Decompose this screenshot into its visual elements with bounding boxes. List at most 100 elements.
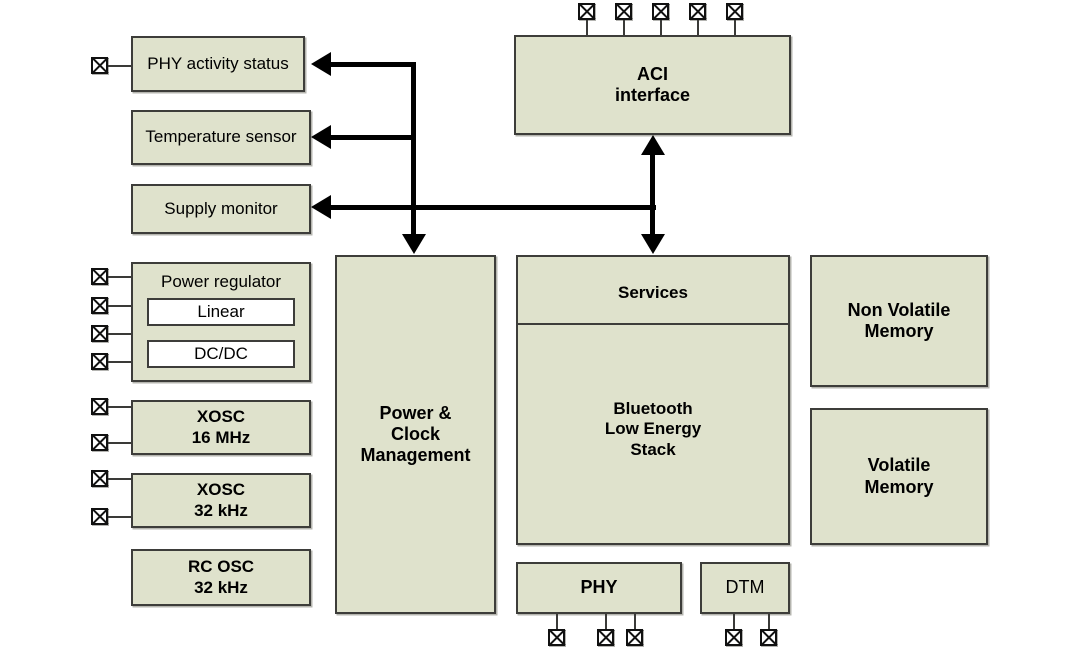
block-power-regulator-label: Power regulator — [160, 272, 281, 291]
signal-supply-monitor-bus — [331, 205, 656, 210]
arrowhead-power-clock-management — [402, 234, 426, 254]
wire-aci-3 — [660, 20, 662, 36]
pin-phy-activity-status — [91, 57, 108, 74]
wire-power-regulator-2 — [108, 305, 133, 307]
pin-aci-4 — [689, 3, 706, 20]
block-xosc-32khz-line2: 32 kHz — [194, 500, 248, 520]
block-volatile-memory[interactable]: Volatile Memory — [810, 408, 988, 545]
block-power-regulator-dcdc-label: DC/DC — [194, 343, 248, 363]
block-power-regulator[interactable]: Power regulator Linear DC/DC — [131, 262, 311, 382]
block-phy-label: PHY — [580, 577, 618, 598]
block-power-regulator-dcdc[interactable]: DC/DC — [147, 340, 295, 368]
block-dtm[interactable]: DTM — [700, 562, 790, 614]
pin-xosc-32khz-1 — [91, 470, 108, 487]
block-phy[interactable]: PHY — [516, 562, 682, 614]
block-volatile-memory-line1: Volatile — [867, 455, 931, 476]
arrowhead-aci-interface — [641, 135, 665, 155]
block-power-regulator-linear-label: Linear — [197, 301, 245, 321]
block-services-label: Services — [618, 283, 688, 302]
block-supply-monitor[interactable]: Supply monitor — [131, 184, 311, 234]
pin-xosc-16mhz-1 — [91, 398, 108, 415]
block-ble-container[interactable]: Services Bluetooth Low Energy Stack — [516, 255, 790, 545]
block-non-volatile-memory-line1: Non Volatile — [847, 299, 951, 320]
pin-power-regulator-2 — [91, 297, 108, 314]
block-ble-stack-label: Bluetooth Low Energy Stack — [518, 399, 788, 460]
pin-xosc-16mhz-2 — [91, 434, 108, 451]
wire-power-regulator-4 — [108, 361, 133, 363]
signal-aci-ble-link — [650, 143, 655, 247]
block-power-clock-management-line3: Management — [360, 445, 471, 466]
block-rc-osc-32khz-line1: RC OSC — [187, 557, 255, 577]
pin-phy-2 — [597, 629, 614, 646]
wire-xosc-32khz-1 — [108, 478, 133, 480]
signal-bus-trunk-vertical — [411, 62, 416, 236]
arrowhead-phy-activity-status — [311, 52, 331, 76]
block-rc-osc-32khz-line2: 32 kHz — [194, 577, 248, 597]
wire-aci-4 — [697, 20, 699, 36]
pin-phy-3 — [626, 629, 643, 646]
block-supply-monitor-label: Supply monitor — [164, 198, 278, 218]
pin-aci-3 — [652, 3, 669, 20]
block-aci-interface-label: ACI interface — [611, 64, 694, 106]
pin-dtm-1 — [725, 629, 742, 646]
block-ble-stack-line3: Stack — [630, 439, 676, 459]
block-power-regulator-linear[interactable]: Linear — [147, 298, 295, 326]
block-xosc-16mhz-line1: XOSC — [196, 407, 246, 427]
block-non-volatile-memory-label: Non Volatile Memory — [844, 300, 955, 342]
wire-dtm-pin-2 — [768, 614, 770, 630]
wire-xosc-16mhz-1 — [108, 406, 133, 408]
wire-phy-pin-1 — [556, 614, 558, 630]
pin-aci-2 — [615, 3, 632, 20]
pin-power-regulator-4 — [91, 353, 108, 370]
wire-aci-2 — [623, 20, 625, 36]
block-aci-interface-line2: interface — [614, 85, 691, 105]
wire-dtm-pin-1 — [733, 614, 735, 630]
block-xosc-32khz[interactable]: XOSC 32 kHz — [131, 473, 311, 528]
block-phy-activity-status[interactable]: PHY activity status — [131, 36, 305, 92]
block-power-clock-management[interactable]: Power & Clock Management — [335, 255, 496, 614]
wire-xosc-16mhz-2 — [108, 442, 133, 444]
pin-phy-1 — [548, 629, 565, 646]
wire-phy-pin-3 — [634, 614, 636, 630]
block-aci-interface-line1: ACI — [636, 63, 668, 84]
block-power-clock-management-line2: Clock — [390, 423, 441, 444]
arrowhead-ble-services — [641, 234, 665, 254]
wire-power-regulator-3 — [108, 333, 133, 335]
wire-aci-5 — [734, 20, 736, 36]
wire-xosc-32khz-2 — [108, 516, 133, 518]
wire-phy-pin-2 — [605, 614, 607, 630]
block-xosc-16mhz-label: XOSC 16 MHz — [188, 407, 255, 447]
wire-power-regulator-1 — [108, 276, 133, 278]
pin-aci-1 — [578, 3, 595, 20]
pin-aci-5 — [726, 3, 743, 20]
block-temperature-sensor-label: Temperature sensor — [145, 127, 297, 147]
block-power-clock-management-line1: Power & — [379, 402, 452, 423]
block-non-volatile-memory[interactable]: Non Volatile Memory — [810, 255, 988, 387]
block-rc-osc-32khz-label: RC OSC 32 kHz — [184, 557, 258, 597]
arrowhead-supply-monitor — [311, 195, 331, 219]
pin-xosc-32khz-2 — [91, 508, 108, 525]
block-services-divider — [518, 323, 788, 325]
block-xosc-16mhz[interactable]: XOSC 16 MHz — [131, 400, 311, 455]
block-aci-interface[interactable]: ACI interface — [514, 35, 791, 135]
block-ble-stack-line2: Low Energy — [604, 419, 702, 439]
pin-power-regulator-1 — [91, 268, 108, 285]
block-volatile-memory-label: Volatile Memory — [860, 455, 937, 497]
pin-power-regulator-3 — [91, 325, 108, 342]
pin-dtm-2 — [760, 629, 777, 646]
block-rc-osc-32khz[interactable]: RC OSC 32 kHz — [131, 549, 311, 606]
signal-temperature-branch — [331, 135, 413, 140]
block-xosc-32khz-label: XOSC 32 kHz — [190, 480, 252, 520]
block-xosc-32khz-line1: XOSC — [196, 480, 246, 500]
arrowhead-temperature-sensor — [311, 125, 331, 149]
block-non-volatile-memory-line2: Memory — [864, 321, 934, 341]
block-phy-activity-status-label: PHY activity status — [147, 53, 289, 73]
block-ble-stack-line1: Bluetooth — [613, 399, 693, 418]
wire-phy-activity-pin — [108, 65, 133, 67]
block-dtm-label: DTM — [725, 577, 765, 598]
block-temperature-sensor[interactable]: Temperature sensor — [131, 110, 311, 165]
block-volatile-memory-line2: Memory — [864, 476, 934, 497]
block-power-clock-management-label: Power & Clock Management — [356, 403, 474, 467]
block-xosc-16mhz-line2: 16 MHz — [191, 427, 251, 447]
